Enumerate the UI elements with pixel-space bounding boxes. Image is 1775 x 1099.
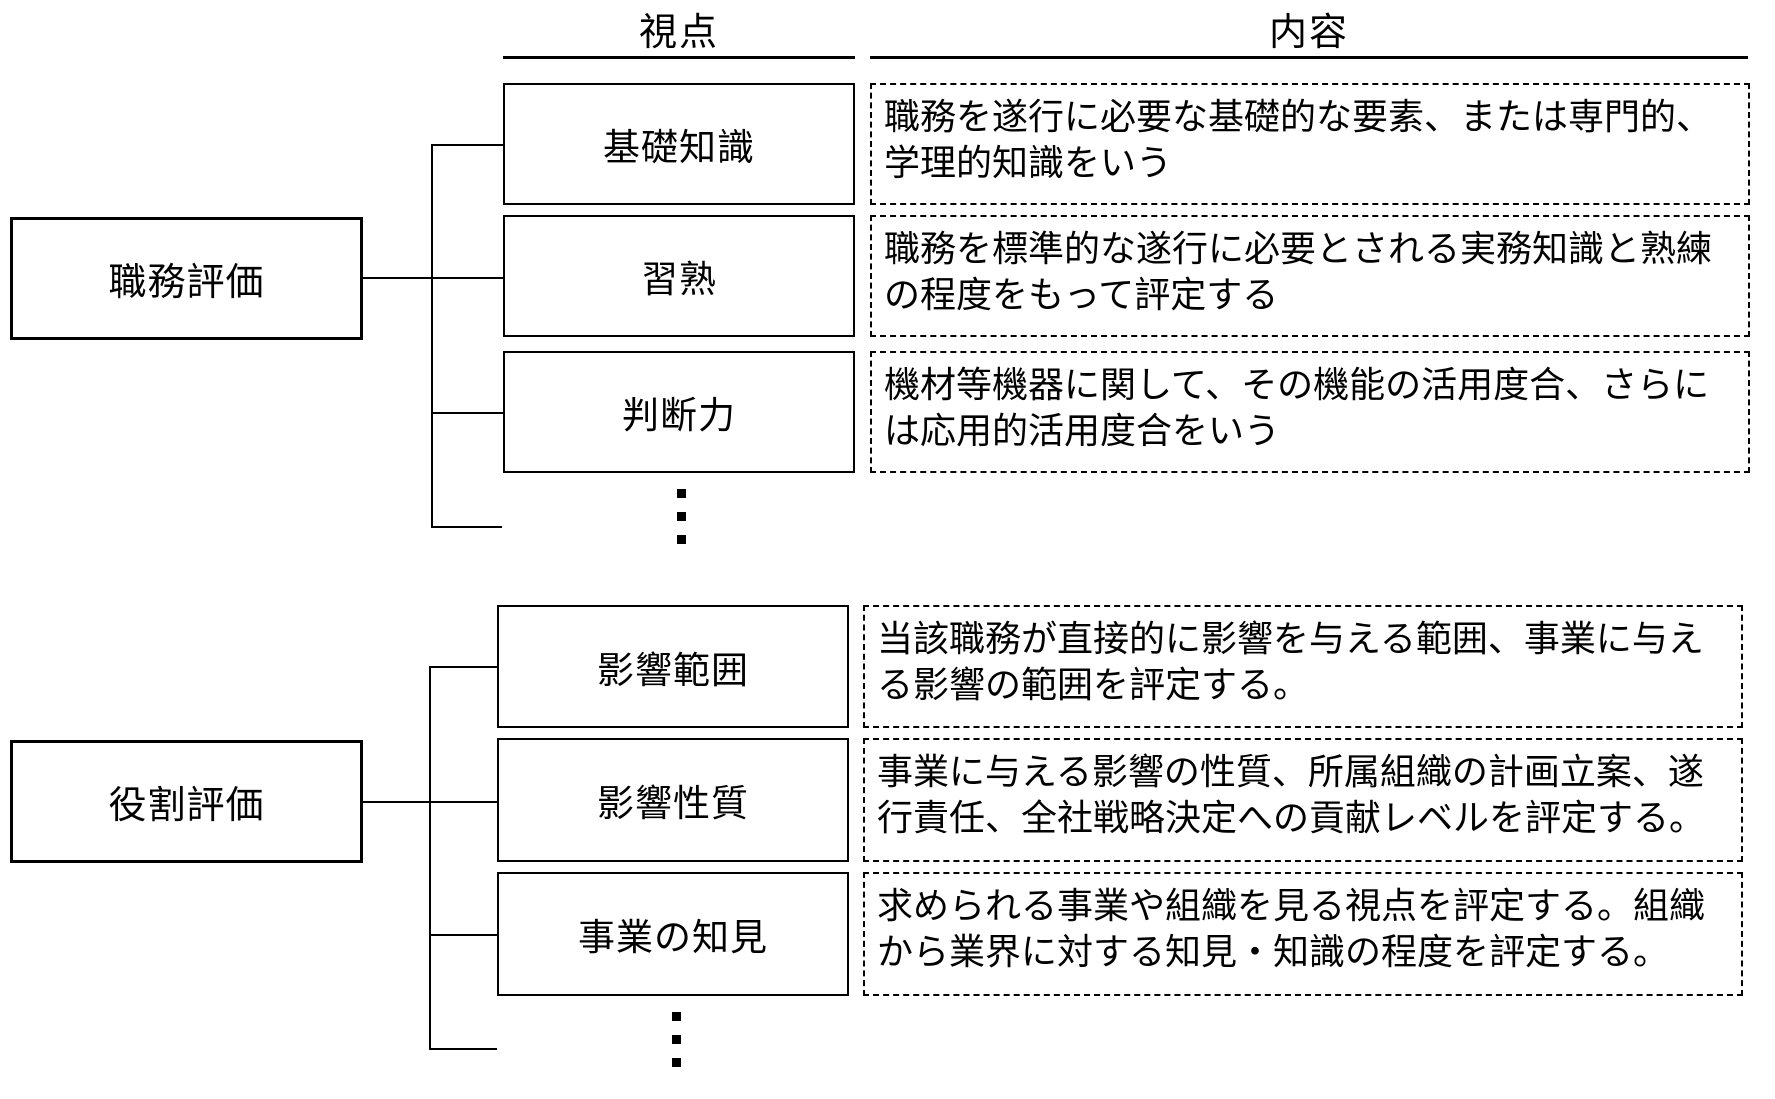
viewpoint-box-basic-knowledge: 基礎知識 bbox=[503, 83, 855, 205]
viewpoint-label-impact-nature: 影響性質 bbox=[597, 783, 749, 824]
content-box-business-insight: 求められる事業や組織を見る視点を評定する。組織 から業界に対する知見・知識の程度… bbox=[863, 872, 1743, 996]
viewpoint-box-impact-range: 影響範囲 bbox=[497, 605, 849, 728]
connector-trunk-bottom bbox=[429, 666, 431, 1050]
connector-branch-judgment bbox=[431, 412, 503, 414]
content-box-judgment: 機材等機器に関して、その機能の活用度合、さらに は応用的活用度合をいう bbox=[870, 351, 1750, 473]
group-label-role-evaluation: 役割評価 bbox=[108, 785, 265, 827]
group-box-job-evaluation: 職務評価 bbox=[10, 217, 363, 340]
connector-branch-basic-knowledge bbox=[431, 144, 503, 146]
viewpoint-box-impact-nature: 影響性質 bbox=[497, 738, 849, 862]
viewpoint-box-business-insight: 事業の知見 bbox=[497, 872, 849, 996]
vertical-ellipsis-icon bbox=[672, 1012, 681, 1081]
content-text-business-insight: 求められる事業や組織を見る視点を評定する。組織 から業界に対する知見・知識の程度… bbox=[877, 885, 1706, 972]
content-text-proficiency: 職務を標準的な遂行に必要とされる実務知識と熟練 の程度をもって評定する bbox=[884, 228, 1713, 315]
content-text-basic-knowledge: 職務を遂行に必要な基礎的な要素、または専門的、 学理的知識をいう bbox=[884, 96, 1713, 183]
content-text-impact-range: 当該職務が直接的に影響を与える範囲、事業に与え る影響の範囲を評定する。 bbox=[877, 618, 1704, 705]
connector-branch-impact-nature bbox=[363, 801, 497, 803]
connector-stub-top bbox=[431, 526, 502, 528]
connector-stub-bottom bbox=[429, 1048, 497, 1050]
viewpoint-label-impact-range: 影響範囲 bbox=[597, 649, 749, 691]
viewpoint-label-judgment: 判断力 bbox=[622, 395, 736, 436]
content-header-label: 内容 bbox=[1268, 11, 1349, 54]
viewpoint-label-proficiency: 習熟 bbox=[641, 259, 717, 300]
content-box-proficiency: 職務を標準的な遂行に必要とされる実務知識と熟練 の程度をもって評定する bbox=[870, 215, 1750, 337]
content-box-basic-knowledge: 職務を遂行に必要な基礎的な要素、または専門的、 学理的知識をいう bbox=[870, 83, 1750, 205]
content-text-judgment: 機材等機器に関して、その機能の活用度合、さらに は応用的活用度合をいう bbox=[884, 364, 1710, 451]
connector-branch-proficiency bbox=[363, 277, 503, 279]
connector-trunk-top bbox=[431, 144, 433, 528]
viewpoint-box-judgment: 判断力 bbox=[503, 351, 855, 473]
viewpoint-header-label: 視点 bbox=[638, 11, 719, 54]
viewpoint-label-business-insight: 事業の知見 bbox=[578, 917, 768, 958]
content-text-impact-nature: 事業に与える影響の性質、所属組織の計画立案、遂 行責任、全社戦略決定への貢献レベ… bbox=[877, 751, 1706, 838]
connector-branch-business-insight bbox=[429, 934, 497, 936]
vertical-ellipsis-icon bbox=[677, 489, 686, 558]
viewpoint-label-basic-knowledge: 基礎知識 bbox=[603, 127, 755, 168]
content-box-impact-range: 当該職務が直接的に影響を与える範囲、事業に与え る影響の範囲を評定する。 bbox=[863, 605, 1743, 728]
group-box-role-evaluation: 役割評価 bbox=[10, 740, 363, 863]
column-header-viewpoint: 視点 bbox=[503, 0, 855, 59]
viewpoint-box-proficiency: 習熟 bbox=[503, 215, 855, 337]
group-label-job-evaluation: 職務評価 bbox=[108, 262, 265, 304]
content-box-impact-nature: 事業に与える影響の性質、所属組織の計画立案、遂 行責任、全社戦略決定への貢献レベ… bbox=[863, 738, 1743, 862]
column-header-content: 内容 bbox=[870, 0, 1748, 59]
connector-branch-impact-range bbox=[429, 666, 497, 668]
